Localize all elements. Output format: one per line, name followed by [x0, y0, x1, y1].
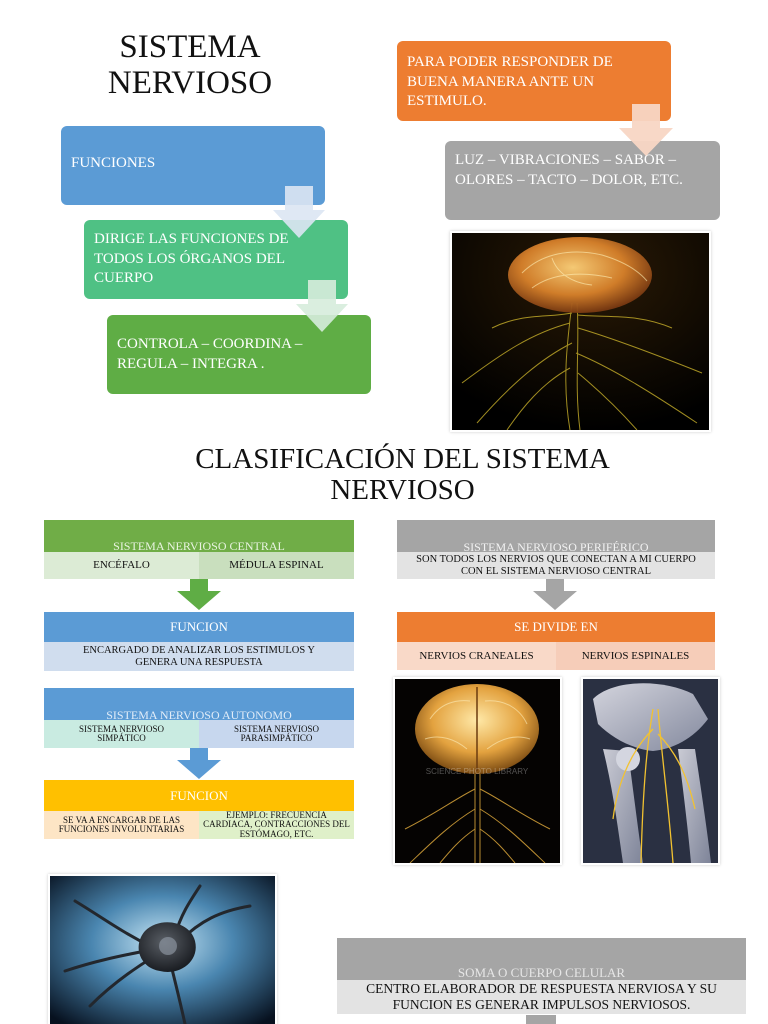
- involuntarias-cell: SE VA A ENCARGAR DE LAS FUNCIONES INVOLU…: [44, 811, 199, 839]
- snp-header: SISTEMA NERVIOSO PERIFÉRICO: [397, 520, 715, 552]
- craneales-cell: NERVIOS CRANEALES: [397, 642, 556, 670]
- brain-spinal-cord-image: [452, 233, 709, 430]
- down-arrow-icon: [619, 104, 673, 156]
- snc-header: SISTEMA NERVIOSO CENTRAL: [44, 520, 354, 552]
- controla-box: CONTROLA – COORDINA – REGULA – INTEGRA .: [107, 315, 371, 394]
- page-title: SISTEMA NERVIOSO: [107, 29, 273, 101]
- snc-funcion-header: FUNCION: [44, 612, 354, 642]
- funciones-box: FUNCIONES: [61, 126, 325, 205]
- medula-cell: MÉDULA ESPINAL: [199, 552, 354, 579]
- down-arrow-icon: [533, 579, 577, 610]
- encefalo-cell: ENCÉFALO: [44, 552, 199, 579]
- controla-label: CONTROLA – COORDINA – REGULA – INTEGRA .: [117, 336, 303, 372]
- dirige-box: DIRIGE LAS FUNCIONES DE TODOS LOS ÓRGANO…: [84, 220, 348, 299]
- estimulos-label: LUZ – VIBRACIONES – SABOR – OLORES – TAC…: [455, 152, 683, 188]
- down-arrow-icon: [296, 280, 348, 332]
- parasimpatico-cell: SISTEMA NERVIOSO PARASIMPÁTICO: [199, 720, 354, 748]
- clasificacion-title: CLASIFICACIÓN DEL SISTEMA NERVIOSO: [195, 443, 610, 507]
- responder-box: PARA PODER RESPONDER DE BUENA MANERA ANT…: [397, 41, 671, 121]
- sna-header: SISTEMA NERVIOSO AUTONOMO: [44, 688, 354, 720]
- simpatico-cell: SISTEMA NERVIOSO SIMPÁTICO: [44, 720, 199, 748]
- soma-header: SOMA O CUERPO CELULAR: [337, 938, 746, 980]
- down-arrow-icon: [177, 579, 221, 610]
- spinal-nerves-image: [583, 679, 718, 863]
- funciones-label: FUNCIONES: [71, 155, 156, 171]
- watermark-text: SCIENCE PHOTO LIBRARY: [426, 767, 529, 776]
- dirige-label: DIRIGE LAS FUNCIONES DE TODOS LOS ÓRGANO…: [94, 231, 289, 286]
- snp-text: SON TODOS LOS NERVIOS QUE CONECTAN A MI …: [397, 552, 715, 579]
- cranial-nerves-image: SCIENCE PHOTO LIBRARY: [395, 679, 560, 863]
- soma-arrow-stub: [526, 1015, 556, 1024]
- espinales-cell: NERVIOS ESPINALES: [556, 642, 715, 670]
- neuron-image: [50, 876, 275, 1024]
- ejemplo-cell: EJEMPLO: FRECUENCIA CARDIACA, CONTRACCIO…: [199, 810, 354, 839]
- soma-text: CENTRO ELABORADOR DE RESPUESTA NERVIOSA …: [337, 980, 746, 1014]
- sna-funcion-header: FUNCION: [44, 780, 354, 811]
- estimulos-box: LUZ – VIBRACIONES – SABOR – OLORES – TAC…: [445, 141, 720, 220]
- snc-funcion-text: ENCARGADO DE ANALIZAR LOS ESTIMULOS Y GE…: [44, 642, 354, 671]
- down-arrow-icon: [273, 186, 325, 238]
- snp-divide-header: SE DIVIDE EN: [397, 612, 715, 642]
- down-arrow-icon: [177, 748, 221, 779]
- responder-label: PARA PODER RESPONDER DE BUENA MANERA ANT…: [407, 54, 613, 109]
